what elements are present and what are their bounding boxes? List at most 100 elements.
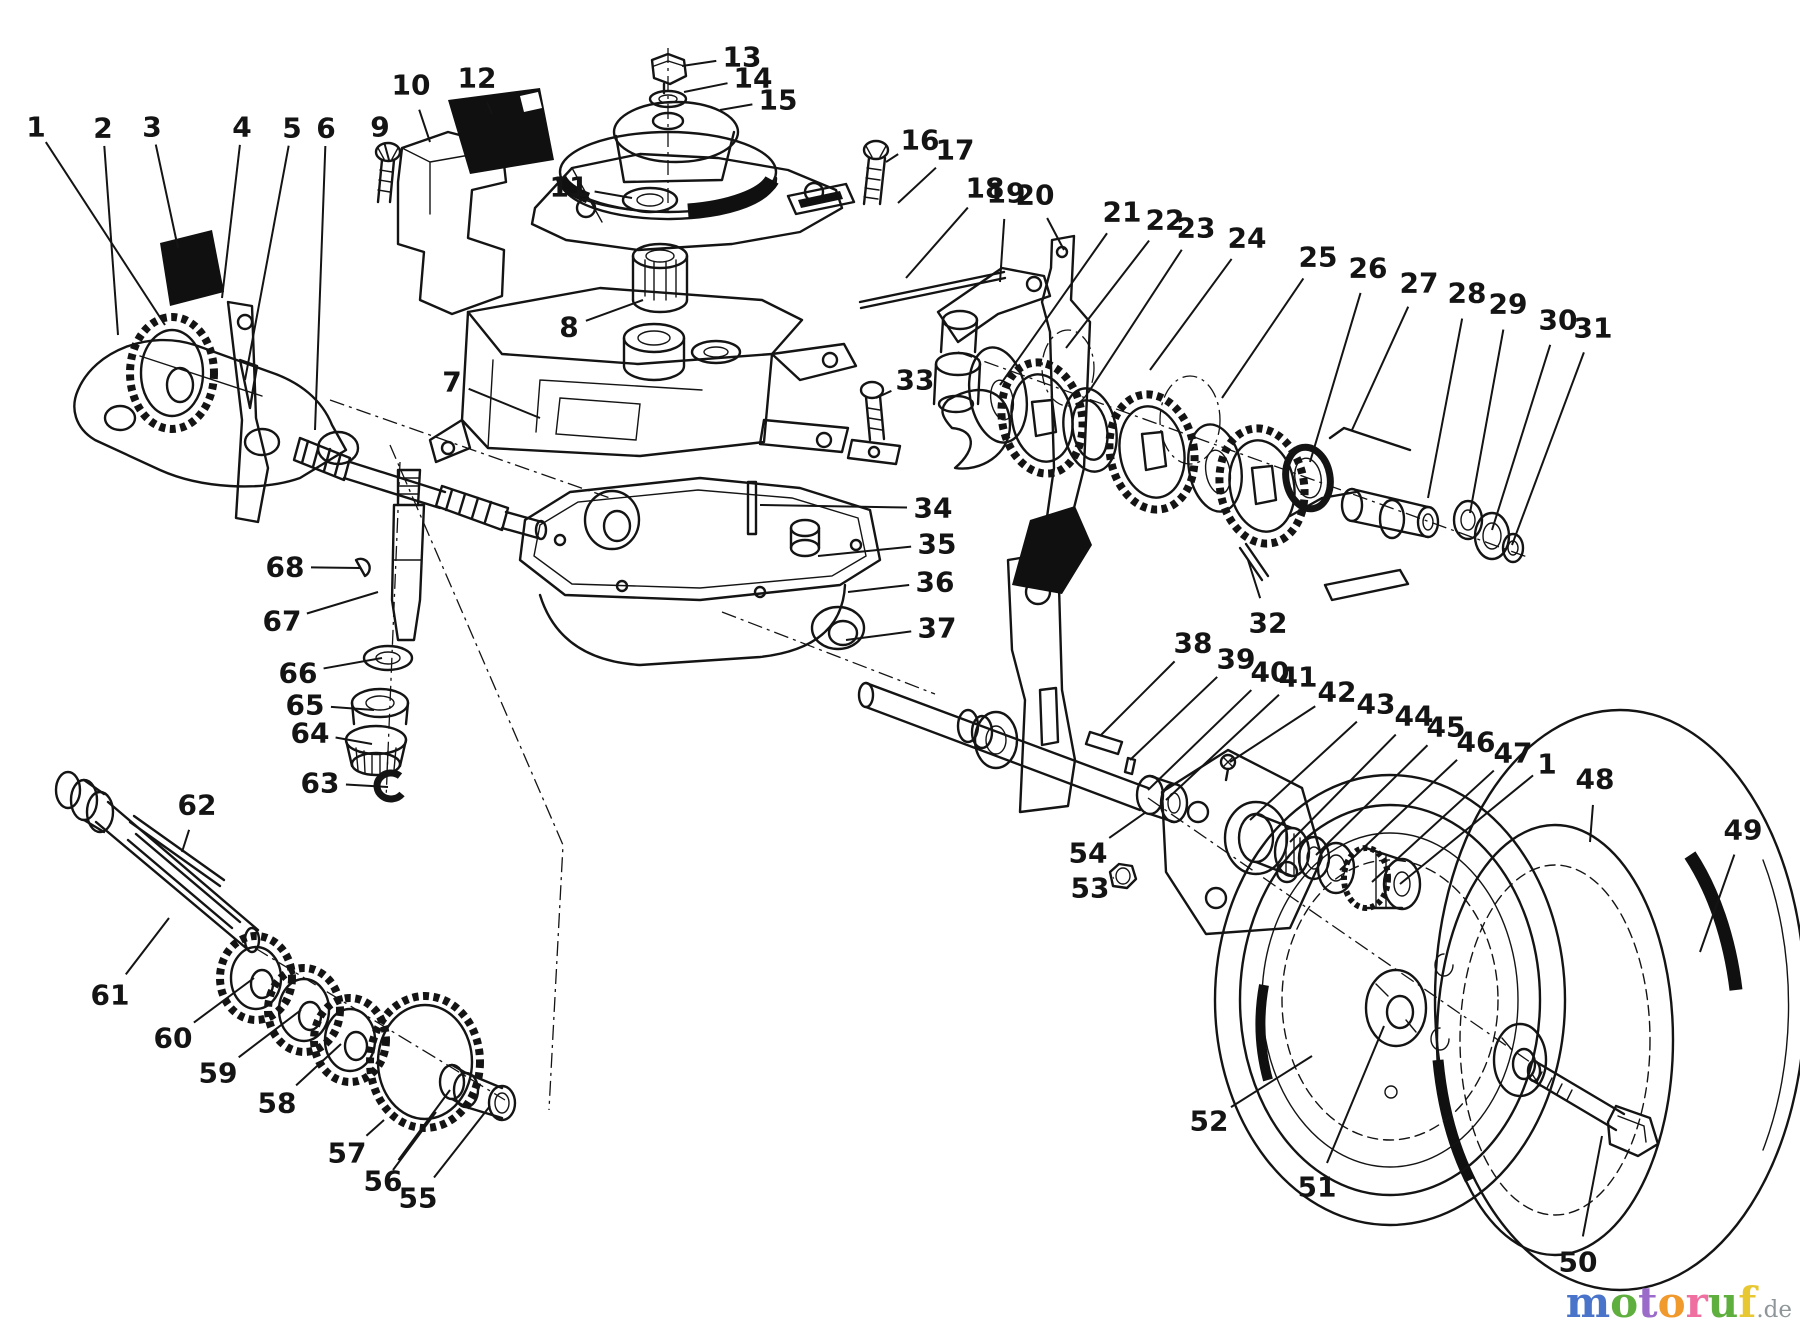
callout-number-53: 53 — [1071, 872, 1110, 905]
part-7-gear-case-drawing — [428, 286, 858, 464]
callout-number-3: 3 — [142, 111, 161, 144]
watermark-letter-r: r — [1685, 1278, 1708, 1327]
part-45-46-washers-drawing — [1297, 835, 1356, 895]
watermark-letter-u: u — [1707, 1278, 1739, 1327]
callout-51: 51 — [1298, 1025, 1385, 1204]
callout-15: 15 — [719, 84, 797, 117]
callout-30: 30 — [1491, 304, 1578, 531]
callout-number-52: 52 — [1190, 1105, 1229, 1138]
callout-31: 31 — [1511, 312, 1613, 546]
callout-1b: 1 — [1399, 748, 1557, 885]
watermark-word: motoruf — [1566, 1278, 1757, 1327]
callout-leader-38 — [1099, 660, 1176, 737]
watermark-letter-o: o — [1657, 1278, 1686, 1327]
callout-leader-9 — [383, 144, 390, 161]
watermark-letter-t: t — [1638, 1278, 1658, 1327]
callout-29: 29 — [1469, 288, 1528, 514]
callout-number-40: 40 — [1251, 656, 1290, 689]
callout-leader-24 — [1149, 258, 1233, 371]
callout-number-59: 59 — [199, 1057, 238, 1090]
callout-leader-68 — [310, 566, 361, 569]
callout-number-32: 32 — [1249, 607, 1288, 640]
callout-leader-55 — [433, 1105, 491, 1179]
callout-leader-21 — [999, 232, 1108, 386]
callout-leader-40 — [1147, 689, 1253, 791]
parts-29-31-washers-drawing — [1452, 499, 1525, 564]
part-68-key-drawing — [354, 557, 371, 578]
callout-1: 1 — [26, 111, 166, 326]
callout-leader-63 — [345, 783, 389, 788]
part-12-belt-drawing — [448, 88, 554, 174]
callout-33: 33 — [875, 364, 934, 399]
callout-number-58: 58 — [258, 1087, 297, 1120]
callout-leader-5 — [244, 145, 290, 381]
callout-number-48: 48 — [1576, 763, 1615, 796]
callout-number-44: 44 — [1395, 700, 1434, 733]
callout-leader-28 — [1427, 318, 1464, 499]
axle-shaft-drawing — [857, 681, 1150, 812]
callout-number-54: 54 — [1069, 837, 1108, 870]
watermark-suffix: .de — [1756, 1297, 1792, 1323]
callout-57: 57 — [328, 1119, 385, 1170]
callout-leader-59 — [238, 1009, 302, 1059]
callout-leader-20 — [1046, 217, 1065, 251]
callout-leader-49 — [1699, 854, 1736, 953]
callout-21: 21 — [999, 196, 1141, 386]
callout-63: 63 — [301, 767, 389, 800]
callout-leader-44 — [1289, 733, 1397, 843]
callout-number-29: 29 — [1489, 288, 1528, 321]
callout-11: 11 — [550, 171, 633, 204]
part-11-washer-drawing — [621, 186, 679, 214]
part-61-62-shaft-drawing — [54, 770, 261, 954]
callout-number-16: 16 — [901, 124, 940, 157]
callout-number-41: 41 — [1279, 661, 1318, 694]
callout-number-50: 50 — [1559, 1246, 1598, 1279]
callout-leader-41 — [1165, 693, 1280, 801]
callout-leader-17 — [897, 166, 937, 204]
callout-leader-23 — [1087, 249, 1183, 394]
callout-number-45: 45 — [1427, 711, 1466, 744]
callout-number-18: 18 — [966, 172, 1005, 205]
callout-leader-34 — [759, 504, 908, 509]
callout-19: 19 — [987, 177, 1025, 283]
callout-number-61: 61 — [91, 979, 130, 1012]
callout-10: 10 — [392, 69, 431, 143]
part-27-pin-drawing — [1288, 426, 1412, 518]
callout-number-28: 28 — [1448, 277, 1487, 310]
callout-leader-7 — [468, 387, 541, 419]
callout-number-9: 9 — [370, 111, 389, 144]
callout-leader-29 — [1469, 329, 1505, 514]
part-19-bellcrank-drawing — [932, 266, 1052, 414]
callout-leader-42 — [1229, 705, 1316, 763]
callout-58: 58 — [258, 1043, 342, 1120]
callout-leader-32 — [1247, 559, 1262, 599]
big-tire-drawing — [1432, 708, 1800, 1292]
part-1-gear-drawing — [126, 313, 218, 433]
callout-64: 64 — [291, 717, 373, 750]
callout-66: 66 — [279, 657, 383, 690]
callout-number-36: 36 — [916, 566, 955, 599]
part-38-39-keys-drawing — [1084, 730, 1137, 776]
callout-number-34: 34 — [914, 492, 953, 525]
callout-number-24: 24 — [1228, 222, 1267, 255]
callout-leader-31 — [1511, 352, 1585, 546]
callout-number-13: 13 — [723, 41, 762, 74]
part-2-arm-drawing — [73, 338, 360, 488]
callout-46: 46 — [1339, 726, 1495, 871]
part-4-lever-drawing — [226, 300, 270, 524]
part-65-bushing-drawing — [350, 687, 410, 726]
callout-leader-61 — [125, 917, 170, 975]
part-50-axle-bolt-drawing — [1526, 1059, 1660, 1158]
part-57-sprocket-drawing — [366, 992, 484, 1132]
part-33-bolt-drawing — [846, 380, 902, 466]
callout-number-30: 30 — [1539, 304, 1578, 337]
callout-50: 50 — [1559, 1135, 1603, 1279]
callout-number-12: 12 — [458, 62, 497, 95]
callout-number-31: 31 — [1574, 312, 1613, 345]
callout-25: 25 — [1221, 241, 1337, 399]
callout-13: 13 — [681, 41, 762, 74]
callout-16: 16 — [885, 124, 940, 163]
callout-leader-36 — [847, 583, 910, 593]
callout-number-51: 51 — [1298, 1171, 1337, 1204]
